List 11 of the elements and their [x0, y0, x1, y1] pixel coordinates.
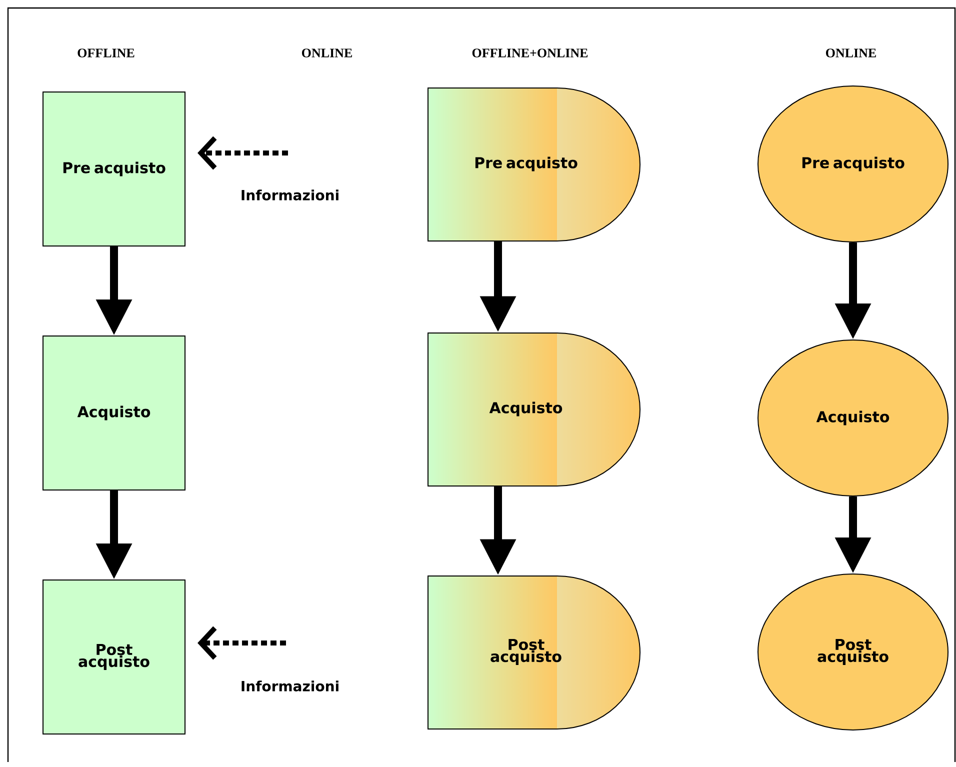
dashed-arrow	[198, 626, 286, 660]
process-box: Acquisto	[42, 336, 186, 490]
column-heading: ONLINE	[826, 48, 876, 58]
column-heading: OFFLINE+ONLINE	[472, 48, 588, 58]
edge-label: Informazioni	[242, 680, 338, 692]
edge-label: Informazioni	[242, 190, 338, 200]
column-heading: OFFLINE	[78, 48, 134, 58]
dashed-arrow	[198, 136, 288, 170]
column-heading: ONLINE	[302, 48, 352, 58]
process-box: Post acquisto	[42, 580, 186, 734]
process-box: Pre acquisto	[42, 92, 186, 246]
